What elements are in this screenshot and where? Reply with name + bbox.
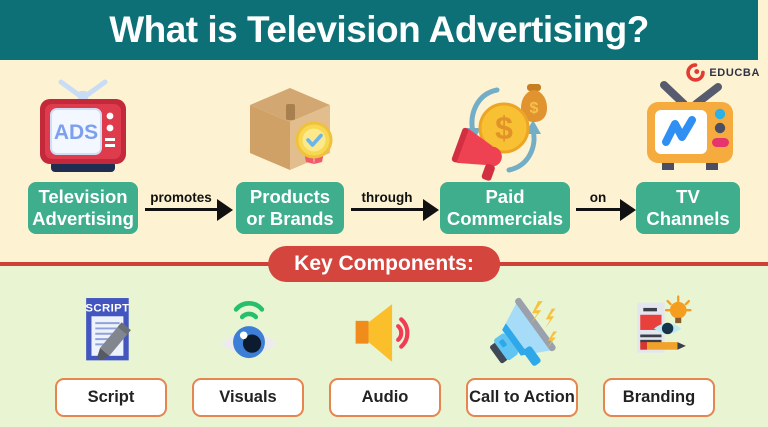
- tv-ads-icon: ADS: [40, 79, 126, 172]
- component-label-text: Call to Action: [469, 388, 575, 406]
- red-megaphone-part: [451, 127, 502, 181]
- arrow-line: [576, 198, 636, 221]
- money-exchange-icon: $ $: [451, 84, 547, 181]
- node-label-line: Commercials: [446, 208, 564, 229]
- header-banner: What is Television Advertising?: [0, 0, 758, 60]
- component-label-text: Audio: [361, 388, 409, 406]
- arrow-line: [351, 198, 439, 221]
- megaphone-part: [490, 297, 556, 366]
- node-label-line: Paid: [485, 186, 525, 208]
- component-label-text: Visuals: [219, 388, 277, 406]
- tv-screen-text: ADS: [54, 121, 98, 144]
- eye-icon: [220, 301, 278, 359]
- component-label-script: Script: [55, 378, 167, 417]
- connector-through: through: [351, 190, 439, 221]
- node-label-line: Products: [249, 186, 331, 208]
- coin-currency: $: [495, 110, 513, 146]
- arrow-right-icon: [217, 198, 233, 221]
- branding-icon: [637, 295, 692, 353]
- key-components-heading: Key Components:: [268, 246, 500, 282]
- component-label-call-to-action: Call to Action: [466, 378, 578, 417]
- script-header-text: SCRIPT: [85, 303, 129, 315]
- product-box-icon: [250, 88, 333, 170]
- connector-label: through: [361, 190, 413, 205]
- bulb-part: [664, 295, 692, 324]
- node-label-line: TV: [676, 186, 700, 208]
- pencil-part: [97, 322, 131, 361]
- brand-logo: EDUCBA: [686, 63, 760, 82]
- component-label-branding: Branding: [603, 378, 715, 417]
- speaker-icon: [355, 304, 410, 362]
- arrow-right-icon: [620, 198, 636, 221]
- component-label-text: Branding: [622, 388, 696, 406]
- node-label-line: Channels: [646, 208, 730, 229]
- educba-swirl-icon: [686, 63, 706, 82]
- component-label-audio: Audio: [329, 378, 441, 417]
- flow-node-products-or-brands: Products or Brands: [236, 182, 344, 234]
- pencil-part: [640, 342, 686, 350]
- brand-logo-text: EDUCBA: [709, 66, 760, 79]
- flow-node-television-advertising: Television Advertising: [28, 182, 138, 234]
- connector-label: on: [589, 190, 607, 205]
- flow-node-paid-commercials: Paid Commercials: [440, 182, 570, 234]
- node-label-line: Television: [38, 186, 128, 208]
- key-components-heading-text: Key Components:: [294, 252, 474, 275]
- megaphone-icon: [490, 297, 558, 366]
- arrow-line: [145, 198, 233, 221]
- flow-node-tv-channels: TV Channels: [636, 182, 740, 234]
- connector-promotes: promotes: [145, 190, 233, 221]
- connector-on: on: [576, 190, 636, 221]
- node-label-line: or Brands: [246, 208, 334, 229]
- page-title: What is Television Advertising?: [109, 9, 649, 50]
- component-label-visuals: Visuals: [192, 378, 304, 417]
- connector-label: promotes: [150, 190, 212, 205]
- money-bag-currency: $: [530, 100, 539, 117]
- arrow-right-icon: [423, 198, 439, 221]
- script-icon: SCRIPT: [85, 298, 131, 361]
- tv-channels-icon: [647, 81, 733, 170]
- node-label-line: Advertising: [32, 208, 134, 229]
- component-label-text: Script: [87, 388, 135, 406]
